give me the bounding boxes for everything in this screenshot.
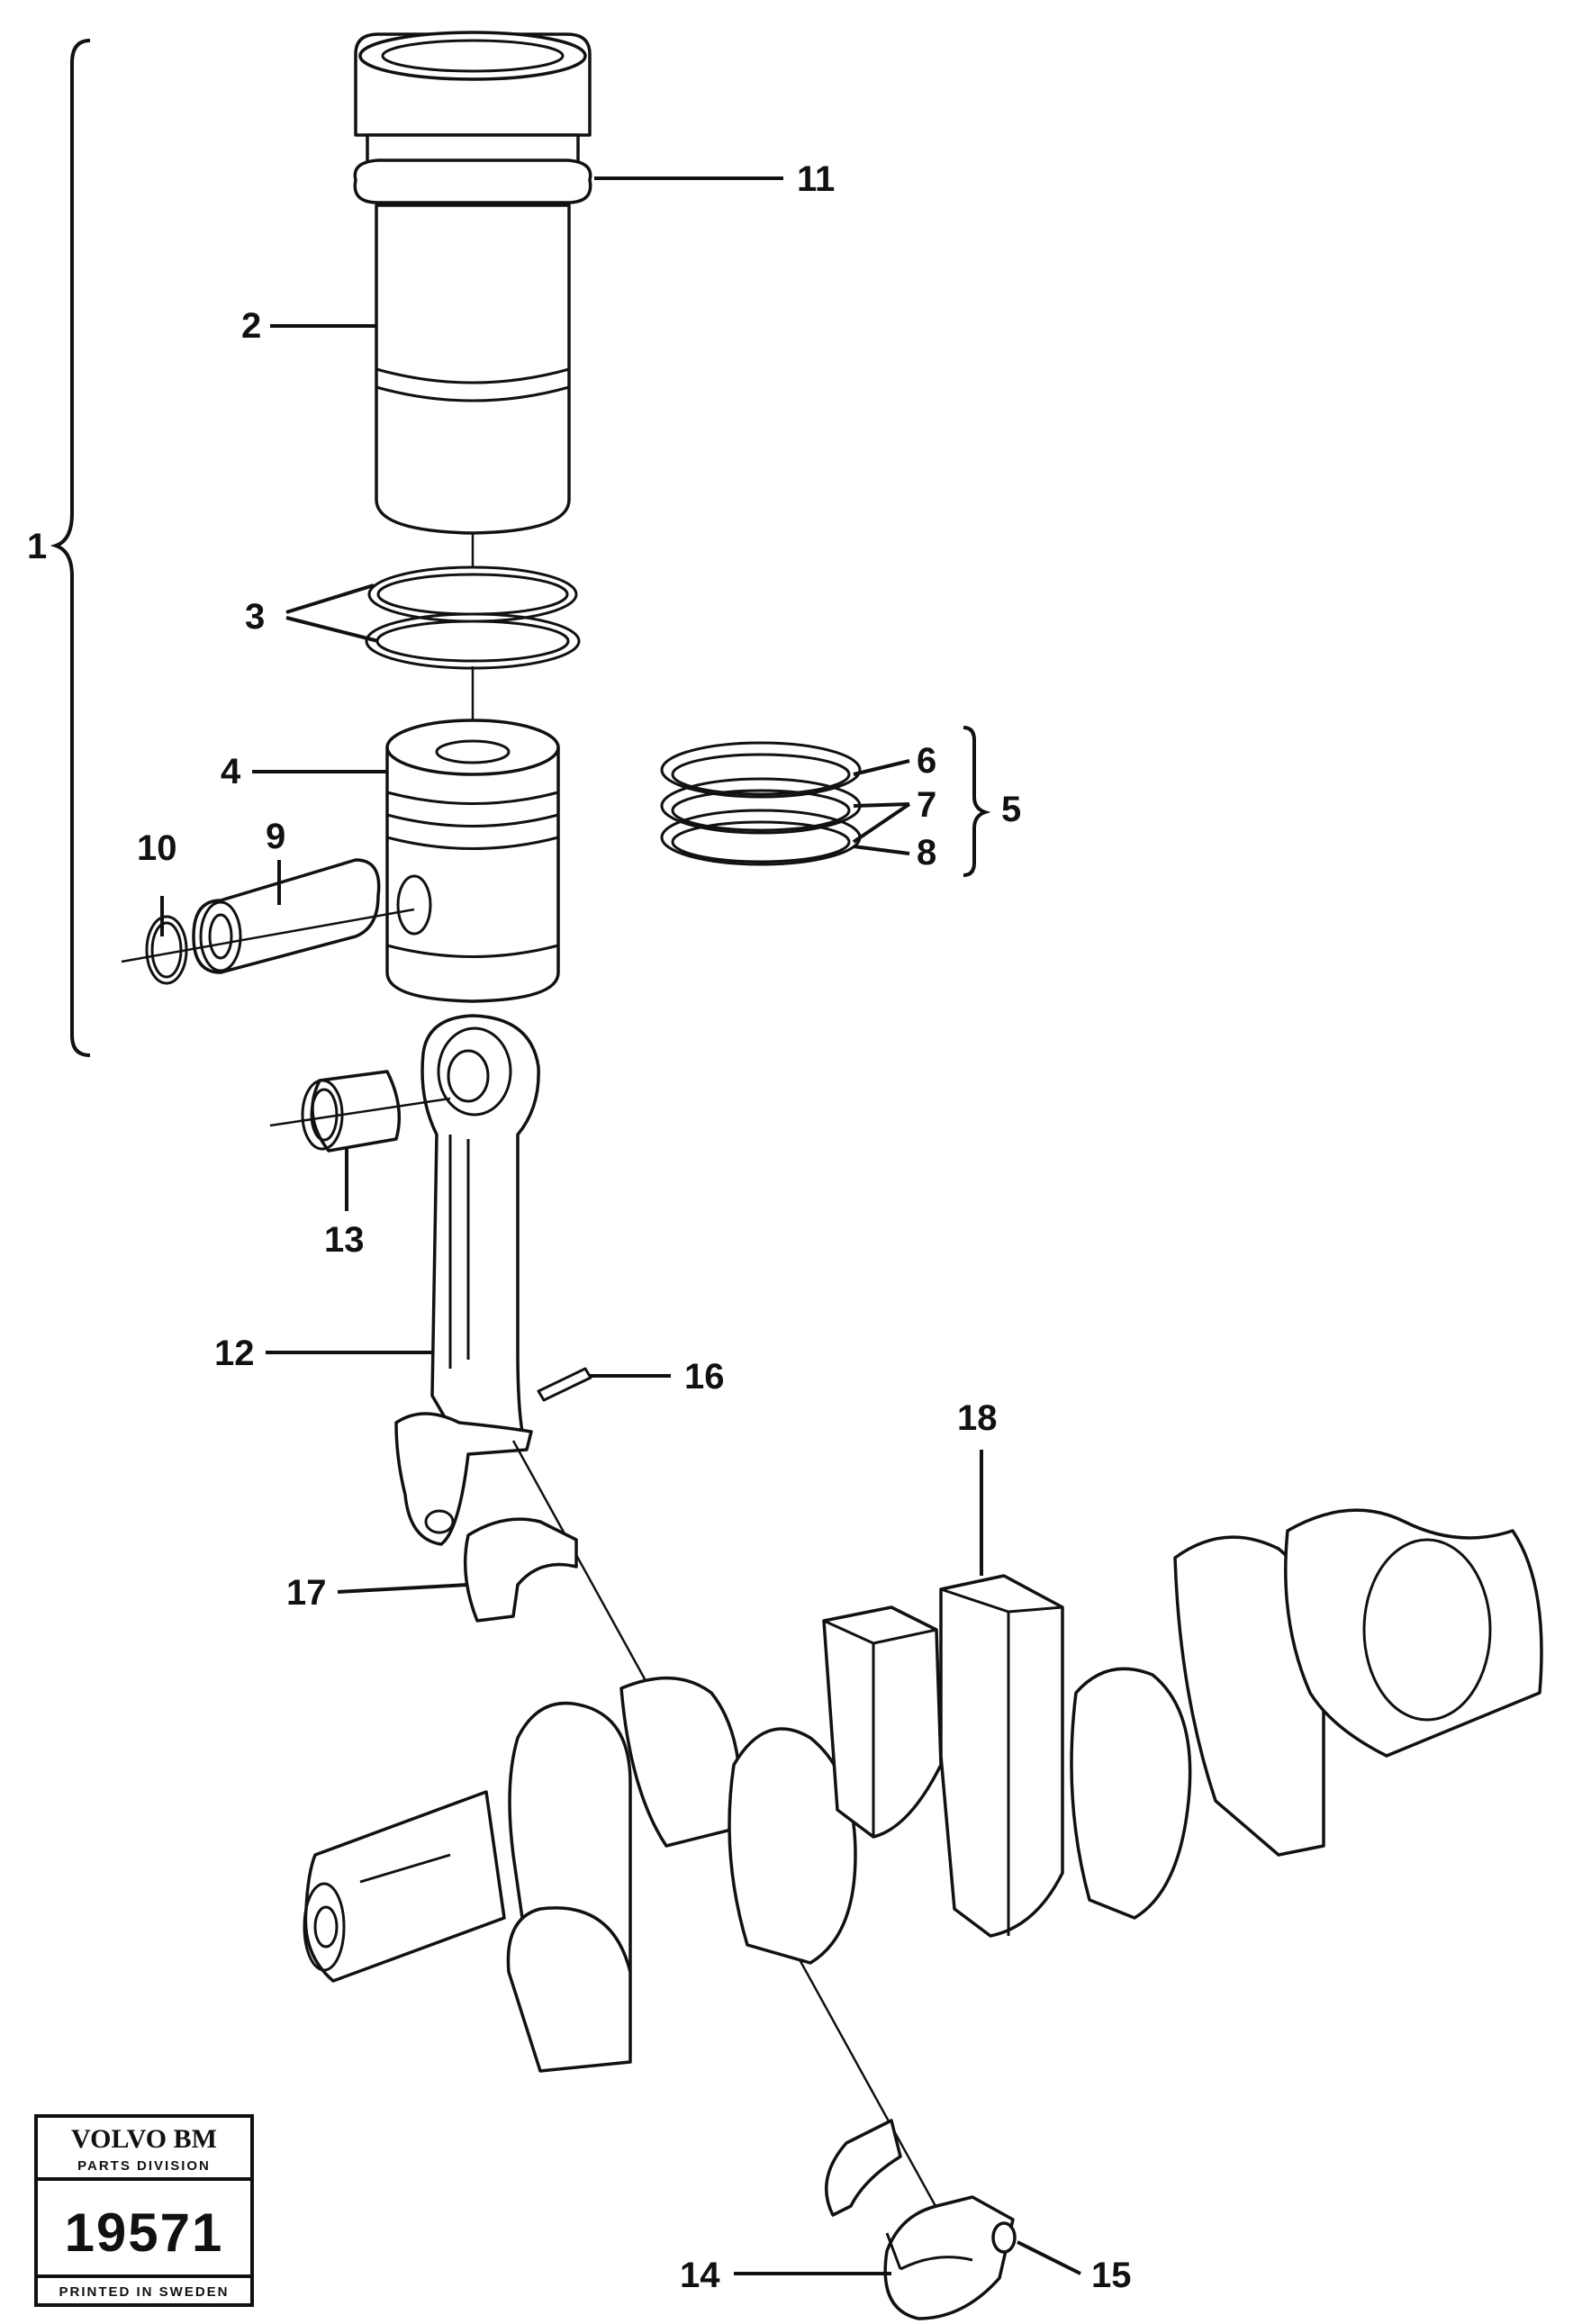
callout-18: 18 xyxy=(957,1398,998,1438)
callout-2: 2 xyxy=(241,306,261,346)
callout-15: 15 xyxy=(1091,2256,1132,2295)
big-end-bearing-upper xyxy=(463,1517,578,1623)
bracket-group-5 xyxy=(963,726,991,877)
callout-4: 4 xyxy=(221,752,241,791)
callout-12: 12 xyxy=(214,1334,255,1373)
piston xyxy=(385,719,560,1003)
cotter-pin xyxy=(537,1367,592,1402)
connecting-rod xyxy=(394,1014,540,1546)
piston-pin xyxy=(192,858,381,974)
stamp-brand: VOLVO BM xyxy=(71,2124,217,2154)
callout-11: 11 xyxy=(797,159,835,199)
bracket-group-1 xyxy=(50,39,91,1057)
callout-7: 7 xyxy=(917,785,936,825)
callout-1: 1 xyxy=(27,527,47,566)
stamp-number: 19571 xyxy=(65,2202,224,2263)
circlip xyxy=(145,915,188,985)
stamp-printed: PRINTED IN SWEDEN xyxy=(59,2284,229,2300)
liner-seal-rings xyxy=(365,565,581,670)
callout-8: 8 xyxy=(917,833,936,873)
cap-bolt xyxy=(885,2221,1017,2270)
connecting-rod-cap xyxy=(883,2195,1015,2320)
cylinder-liner xyxy=(353,31,592,535)
callout-10: 10 xyxy=(137,828,177,868)
small-end-bushing xyxy=(301,1070,402,1153)
stamp-division: PARTS DIVISION xyxy=(77,2158,211,2174)
callout-9: 9 xyxy=(266,817,285,856)
callout-17: 17 xyxy=(286,1573,327,1613)
piston-rings-set xyxy=(660,741,862,866)
callout-16: 16 xyxy=(684,1357,725,1397)
volvo-bm-parts-stamp: VOLVO BM PARTS DIVISION 19571 PRINTED IN… xyxy=(34,2114,254,2307)
big-end-bearing-lower xyxy=(825,2119,902,2217)
callout-6: 6 xyxy=(917,741,936,781)
callout-5: 5 xyxy=(1001,790,1021,829)
liner-seal-ring xyxy=(353,158,592,204)
callout-3: 3 xyxy=(245,597,265,637)
crankshaft xyxy=(303,1508,1543,2073)
callout-13: 13 xyxy=(324,1220,365,1260)
callout-14: 14 xyxy=(680,2256,720,2295)
